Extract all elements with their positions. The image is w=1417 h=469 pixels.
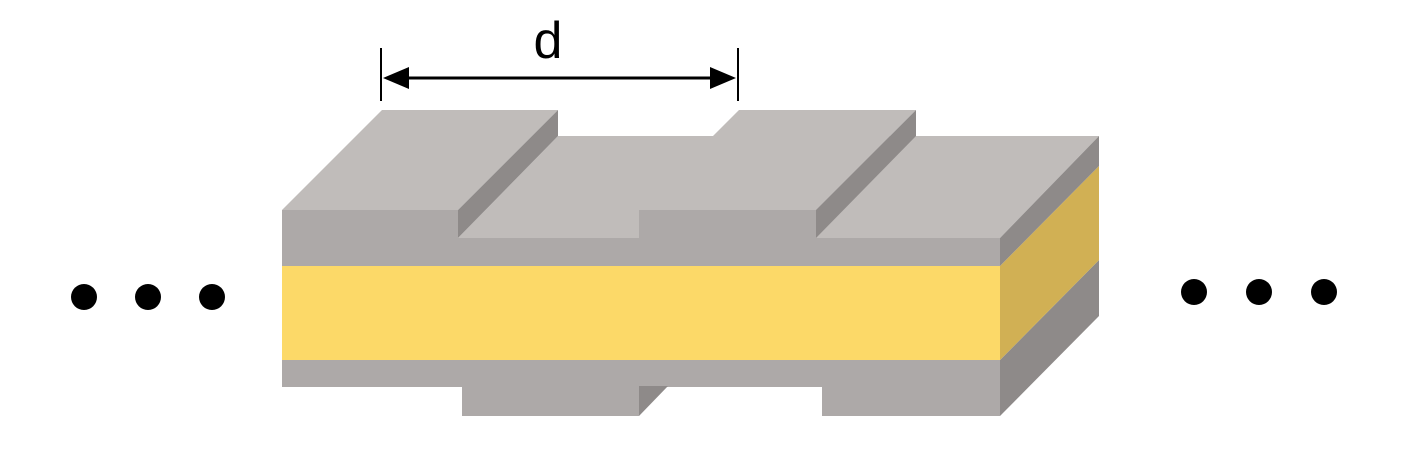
ridge-2-side	[816, 110, 916, 238]
dielectric-front	[282, 266, 1000, 360]
dielectric-layer	[282, 166, 1099, 360]
top-base-side	[1000, 136, 1099, 266]
ridge-2-front	[639, 210, 816, 238]
dimension-arrowhead-left	[383, 67, 409, 89]
period-label: d	[534, 12, 563, 70]
ellipsis-left-dot-3	[199, 284, 225, 310]
ellipsis-right	[1181, 279, 1337, 305]
dielectric-side	[1000, 166, 1099, 360]
period-dimension: d	[380, 12, 739, 101]
bottom-grating-tooth-1	[462, 386, 639, 416]
top-base-front	[282, 238, 1000, 266]
top-metal-layer	[282, 110, 1099, 266]
bottom-metal-front	[282, 360, 1000, 387]
bottom-grating-tooth-1-side	[639, 386, 668, 416]
ridge-2-top	[639, 110, 916, 210]
ellipsis-right-dot-1	[1181, 279, 1207, 305]
ellipsis-right-dot-2	[1246, 279, 1272, 305]
bottom-grating-tooth-2	[822, 386, 1000, 416]
ellipsis-left-dot-1	[71, 284, 97, 310]
dimension-arrowhead-right	[710, 67, 736, 89]
bottom-metal-side	[1000, 260, 1099, 416]
ellipsis-left-dot-2	[135, 284, 161, 310]
ridge-1-side	[458, 110, 558, 238]
ellipsis-right-dot-3	[1311, 279, 1337, 305]
bottom-metal-layer	[282, 260, 1099, 416]
ridge-1-top	[282, 110, 558, 210]
ridge-1-front	[282, 210, 458, 238]
ellipsis-left	[71, 284, 225, 310]
